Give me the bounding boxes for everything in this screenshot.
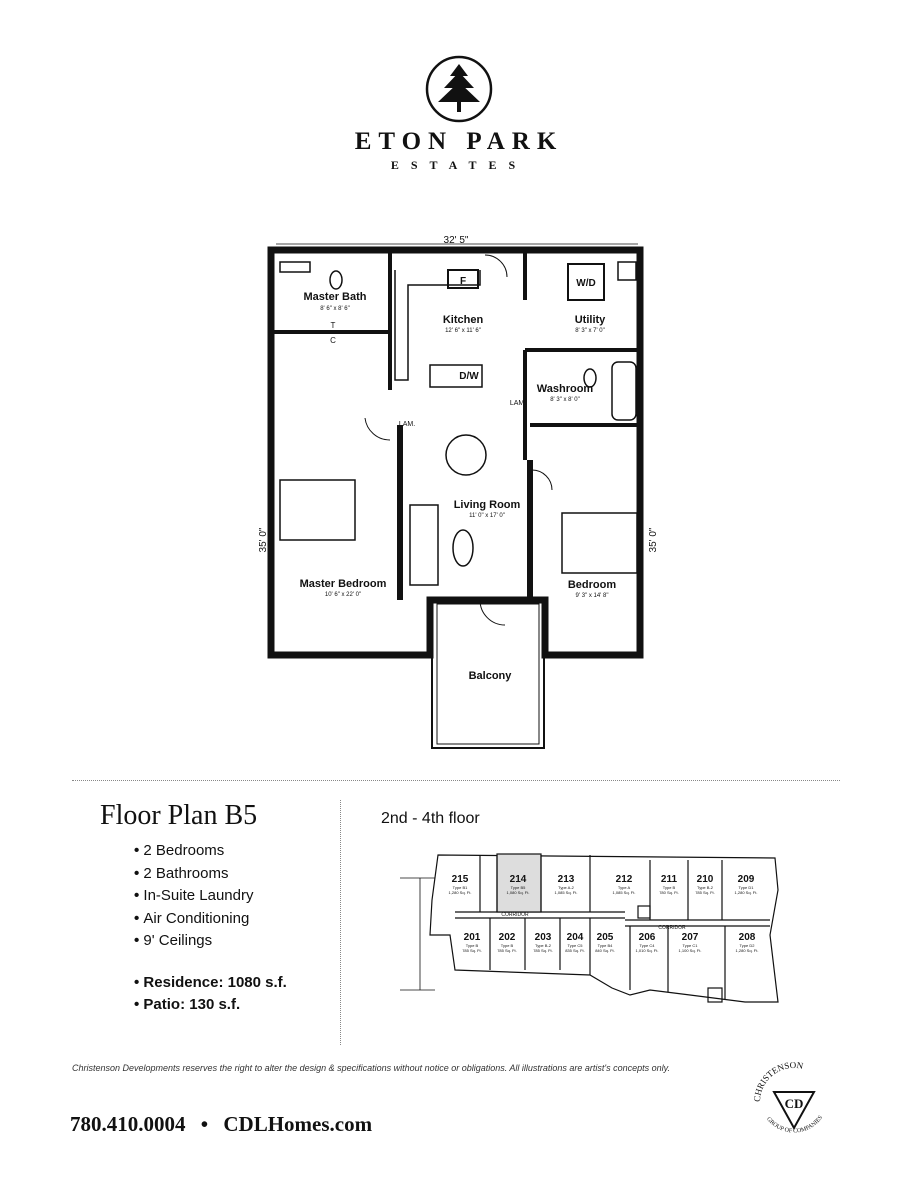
room-master-bath-name: Master Bath (304, 291, 367, 303)
units_bottom-unit-number: 201 (464, 932, 481, 943)
room-kitchen-name: Kitchen (443, 314, 484, 326)
units_top-unit-type: Type B1 (453, 885, 468, 890)
room-utility-name: Utility (575, 314, 606, 326)
units_bottom-unit-area: 835 Sq. Ft. (565, 948, 585, 953)
units_bottom-unit-area: 785 Sq. Ft. (462, 948, 482, 953)
units_top-unit-area: 1,085 Sq. Ft. (555, 890, 578, 895)
units_bottom-unit-type: Type C5 (568, 943, 584, 948)
master-lam-label: LAM. (399, 421, 415, 428)
room-bedroom-name: Bedroom (568, 579, 617, 591)
keyplan-floor-label: 2nd - 4th floor (381, 810, 480, 827)
units_top-unit-area: 1,085 Sq. Ft. (613, 890, 636, 895)
units_top-unit-number: 215 (452, 874, 469, 885)
room-balcony-name: Balcony (469, 670, 513, 682)
units_top-unit-type: Type B (663, 885, 676, 890)
units_bottom-unit-type: Type C1 (683, 943, 699, 948)
area-stats: Residence: 1080 s.f. Patio: 130 s.f. (134, 972, 287, 1016)
units_top-unit-number: 213 (558, 874, 575, 885)
plan-title: Floor Plan B5 (100, 800, 258, 831)
feature-list: 2 Bedrooms 2 Bathrooms In-Suite Laundry … (134, 840, 254, 953)
website-link[interactable]: CDLHomes.com (223, 1112, 373, 1136)
units_bottom-unit-type: Type B (501, 943, 514, 948)
units_bottom-unit-type: Type C4 (640, 943, 656, 948)
units_top-unit-type: Type A (618, 885, 631, 890)
units_bottom-unit-area: 785 Sq. Ft. (533, 948, 553, 953)
units_top-unit-area: 785 Sq. Ft. (695, 890, 715, 895)
patio-area: Patio: 130 s.f. (134, 994, 287, 1016)
units_top-unit-number: 211 (661, 874, 678, 885)
units_top-unit-number: 214 (510, 874, 527, 885)
brand-name: ETON PARK (354, 128, 564, 155)
units_bottom-unit-type: Type D2 (740, 943, 756, 948)
units_bottom-unit-area: 785 Sq. Ft. (497, 948, 517, 953)
units_bottom-unit-area: 840 Sq. Ft. (595, 948, 615, 953)
feature-item: In-Suite Laundry (134, 885, 253, 908)
units_top-unit-type: Type B5 (511, 885, 526, 890)
keyplan-corridor-label-2: CORRIDOR (658, 925, 686, 931)
units_bottom-unit-type: Type B-2 (535, 943, 552, 948)
section-divider (72, 780, 840, 781)
fridge-label: F (460, 276, 466, 287)
feature-item: Air Conditioning (134, 908, 254, 931)
units_bottom-unit-type: Type B (466, 943, 479, 948)
units_top-unit-type: Type A-2 (558, 885, 575, 890)
eton-park-logo-icon (425, 55, 493, 123)
units_top-unit-number: 210 (697, 874, 714, 885)
units_bottom-unit-area: 1,100 Sq. Ft. (679, 948, 702, 953)
company-monogram: CD (785, 1096, 804, 1111)
residence-area: Residence: 1080 s.f. (134, 972, 286, 994)
room-washroom-dims: 8' 3" x 8' 0" (550, 397, 580, 403)
feature-item: 2 Bathrooms (134, 863, 254, 886)
units_bottom-unit-area: 1,280 Sq. Ft. (736, 948, 759, 953)
disclaimer: Christenson Developments reserves the ri… (72, 1063, 671, 1073)
units_top-unit-area: 1,080 Sq. Ft. (507, 890, 530, 895)
units_top-unit-type: Type D1 (739, 885, 755, 890)
master-closet-label: C (330, 336, 336, 345)
units_top-unit-number: 209 (738, 874, 755, 885)
units_top-unit-area: 780 Sq. Ft. (659, 890, 679, 895)
units_bottom-unit-number: 204 (567, 932, 584, 943)
feature-item: 9' Ceilings (134, 930, 254, 953)
units_bottom-unit-number: 202 (499, 932, 516, 943)
overall-width-label: 32' 5" (444, 235, 469, 246)
washer-dryer-label: W/D (576, 278, 595, 289)
kitchen-lam-label: LAM. (510, 400, 526, 407)
room-utility-dims: 8' 3" x 7' 0" (575, 328, 605, 334)
christenson-logo-icon: CHRISTENSON GROUP OF COMPANIES CD (752, 1060, 824, 1135)
column-divider (340, 800, 341, 1045)
units_top-unit-area: 1,280 Sq. Ft. (735, 890, 758, 895)
room-bedroom-dims: 9' 3" x 14' 8" (576, 593, 609, 599)
units_bottom-unit-number: 208 (739, 932, 756, 943)
room-master-bedroom-name: Master Bedroom (300, 578, 387, 590)
units_bottom-unit-number: 207 (682, 932, 699, 943)
brand-subtitle: ESTATES (390, 158, 528, 172)
feature-item: 2 Bedrooms (134, 840, 254, 863)
master-bath-toilet-label: T (331, 321, 336, 330)
units_top-unit-area: 1,280 Sq. Ft. (449, 890, 472, 895)
room-living-room-dims: 11' 0" x 17' 0" (469, 513, 505, 519)
room-living-room-name: Living Room (454, 499, 521, 511)
dishwasher-label: D/W (459, 371, 479, 382)
units_bottom-unit-number: 205 (597, 932, 614, 943)
room-washroom-name: Washroom (537, 383, 594, 395)
room-master-bath-dims: 8' 6" x 8' 6" (320, 306, 350, 312)
units_bottom-unit-number: 206 (639, 932, 656, 943)
footer-separator: • (200, 1112, 209, 1136)
overall-depth-left-label: 35' 0" (258, 527, 269, 552)
units_top-unit-number: 212 (616, 874, 633, 885)
phone-number: 780.410.0004 (70, 1112, 186, 1136)
room-master-bedroom-dims: 10' 6" x 22' 0" (325, 592, 361, 598)
svg-text:GROUP OF COMPANIES: GROUP OF COMPANIES (765, 1115, 824, 1135)
keyplan-corridor-label: CORRIDOR (501, 912, 529, 918)
room-kitchen-dims: 12' 6" x 11' 6" (445, 328, 481, 334)
units_bottom-unit-type: Type B4 (598, 943, 613, 948)
units_bottom-unit-area: 1,010 Sq. Ft. (636, 948, 659, 953)
units_top-unit-type: Type B-2 (697, 885, 714, 890)
units_bottom-unit-number: 203 (535, 932, 552, 943)
overall-depth-right-label: 35' 0" (648, 527, 659, 552)
footer-contact: 780.410.0004 • CDLHomes.com (70, 1112, 372, 1137)
